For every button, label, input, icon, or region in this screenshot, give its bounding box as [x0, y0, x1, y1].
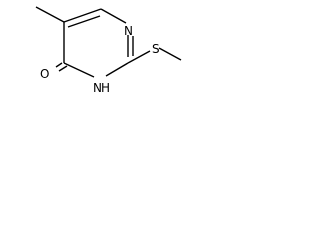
chemical-structure-diagram: N N H O S — [35, 6, 182, 95]
atom-label-h: H — [101, 81, 110, 95]
atom-label-s: S — [152, 42, 160, 56]
structure-canvas: N N H O S — [0, 0, 186, 104]
bond-c2-s — [127, 50, 151, 64]
bond-c5-c6 — [63, 8, 102, 23]
bond-n3-c4 — [63, 62, 95, 78]
atom-label-n1: N — [124, 24, 133, 38]
bond-s-methyl — [158, 47, 182, 61]
bond-c6-n1 — [100, 8, 127, 24]
bond-c5-methyl — [35, 6, 65, 23]
bond-c4-o — [55, 62, 63, 68]
atom-label-o: O — [40, 67, 49, 81]
atom-label-n3: N — [93, 81, 102, 95]
bond-c2-n3 — [105, 62, 129, 77]
bond-c4-o-double — [58, 65, 68, 72]
bond-c5-c6-double — [67, 15, 101, 28]
